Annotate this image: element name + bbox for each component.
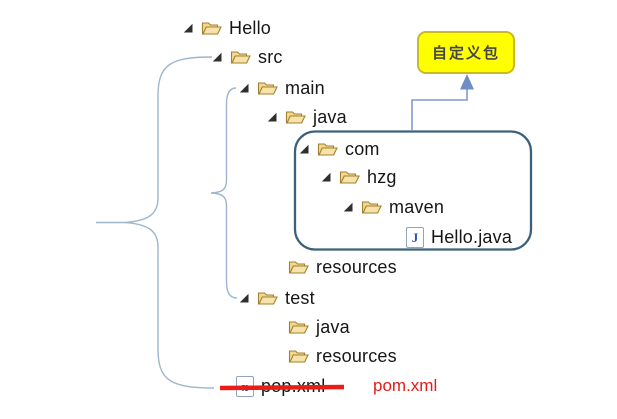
open-folder-icon — [288, 318, 309, 336]
java-file-icon: J — [406, 226, 424, 248]
expanded-triangle-icon[interactable] — [211, 51, 223, 63]
tree-item-test[interactable]: test — [238, 283, 315, 313]
tree-item-label: src — [258, 46, 283, 67]
tree-item-com[interactable]: com — [298, 134, 380, 164]
tree-item-main[interactable]: main — [238, 73, 325, 103]
java-file-icon-letter: J — [411, 229, 419, 245]
tree-item-label: java — [313, 106, 347, 127]
tree-item-java-test[interactable]: java — [288, 312, 350, 342]
tree-item-label: Hello — [229, 17, 272, 38]
expanded-triangle-icon[interactable] — [298, 143, 310, 155]
tree-item-java-main[interactable]: java — [266, 102, 347, 132]
open-folder-icon — [285, 108, 306, 126]
expanded-triangle-icon[interactable] — [320, 171, 332, 183]
tree-item-hello[interactable]: Hello — [182, 13, 271, 43]
open-folder-icon — [288, 347, 309, 365]
open-folder-icon — [339, 168, 360, 186]
correction-text: pom.xml — [373, 376, 438, 395]
open-folder-icon — [201, 19, 222, 37]
callout-custom-package: 自定义包 — [417, 31, 515, 74]
tree-item-label: main — [285, 77, 325, 98]
expanded-triangle-icon[interactable] — [266, 111, 278, 123]
callout-arrow-line — [411, 89, 468, 131]
tree-item-label: java — [316, 316, 350, 337]
open-folder-icon — [230, 48, 251, 66]
xml-file-icon-letter: x — [241, 378, 249, 394]
tree-item-label: resources — [316, 256, 397, 277]
tree-item-hzg[interactable]: hzg — [320, 162, 397, 192]
tree-item-label: maven — [389, 196, 445, 217]
tree-item-resources-main[interactable]: resources — [288, 252, 397, 282]
tree-item-label: resources — [316, 345, 397, 366]
expanded-triangle-icon[interactable] — [238, 292, 250, 304]
callout-label: 自定义包 — [431, 44, 500, 62]
open-folder-icon — [288, 258, 309, 276]
tree-item-src[interactable]: src — [211, 42, 283, 72]
grouping-brace-src-to-pom — [96, 56, 215, 389]
open-folder-icon — [361, 198, 382, 216]
expanded-triangle-icon[interactable] — [238, 82, 250, 94]
tree-item-hello-java[interactable]: J Hello.java — [406, 222, 512, 252]
tree-item-label: pop.xml — [261, 375, 326, 396]
tree-item-label: test — [285, 287, 315, 308]
grouping-brace-main-to-test — [210, 87, 238, 299]
expanded-triangle-icon[interactable] — [342, 201, 354, 213]
open-folder-icon — [317, 140, 338, 158]
tree-item-pop-xml[interactable]: x pop.xml — [236, 371, 325, 401]
open-folder-icon — [257, 79, 278, 97]
tree-item-label: com — [345, 138, 380, 159]
xml-file-icon: x — [236, 375, 254, 397]
tree-item-resources-test[interactable]: resources — [288, 341, 397, 371]
tree-item-label: hzg — [367, 166, 397, 187]
tree-item-label: Hello.java — [431, 226, 513, 247]
open-folder-icon — [257, 289, 278, 307]
expanded-triangle-icon[interactable] — [182, 22, 194, 34]
tree-item-maven[interactable]: maven — [342, 192, 444, 222]
callout-arrowhead — [460, 74, 474, 90]
